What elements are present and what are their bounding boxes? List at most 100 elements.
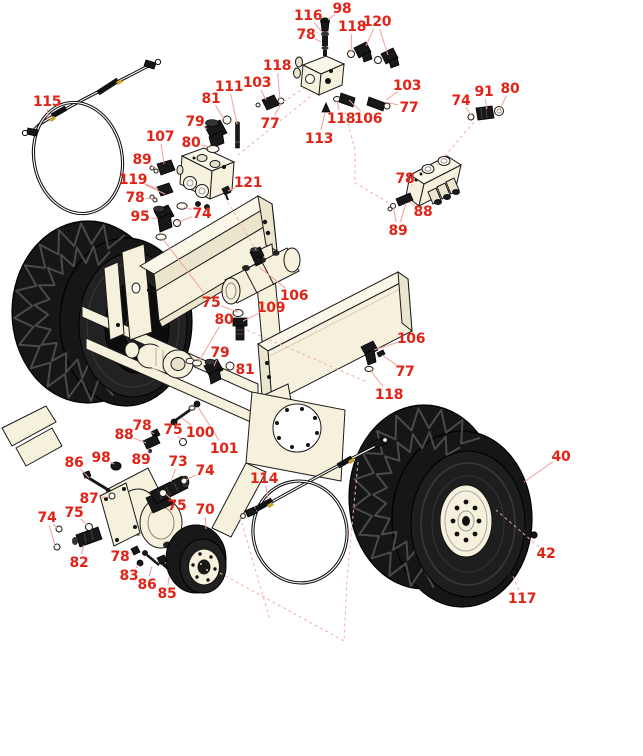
part-label-86-58: 86 bbox=[138, 577, 157, 593]
leader-line-75 bbox=[161, 237, 206, 296]
leader-line-75 bbox=[221, 305, 239, 313]
leader-line-75 bbox=[80, 518, 88, 526]
part-label-113-24: 113 bbox=[305, 131, 333, 147]
leader-line-91 bbox=[484, 98, 488, 110]
leader-line-77 bbox=[273, 103, 282, 116]
leader-line-118 bbox=[350, 33, 353, 53]
part-label-100-43: 100 bbox=[186, 425, 215, 441]
leader-line-77 bbox=[381, 354, 398, 366]
leader-lines bbox=[46, 13, 554, 591]
leader-line-89 bbox=[147, 450, 150, 453]
leader-line-113 bbox=[320, 112, 326, 131]
part-label-103-11: 103 bbox=[243, 75, 271, 91]
leader-line-40 bbox=[523, 461, 554, 483]
leader-line-83 bbox=[135, 564, 140, 569]
leader-line-120 bbox=[365, 28, 375, 47]
part-label-75-42: 75 bbox=[164, 422, 183, 438]
part-label-88-29: 88 bbox=[414, 204, 433, 220]
part-label-75-51: 75 bbox=[168, 498, 187, 514]
leader-line-86 bbox=[148, 565, 153, 577]
part-label-106-23: 106 bbox=[354, 111, 382, 127]
part-label-74-49: 74 bbox=[196, 463, 215, 479]
leader-line-118 bbox=[277, 72, 281, 100]
part-label-42-62: 42 bbox=[537, 546, 556, 562]
leader-line-75 bbox=[177, 435, 182, 441]
wheel-motor bbox=[53, 428, 190, 577]
leader-line-74 bbox=[185, 474, 197, 481]
pin-77 bbox=[376, 349, 386, 358]
right-wheel bbox=[348, 404, 538, 608]
part-label-74-6: 74 bbox=[193, 206, 212, 222]
part-label-79-35: 79 bbox=[211, 345, 230, 361]
leader-line-107 bbox=[160, 143, 165, 165]
leader-line-78 bbox=[146, 197, 155, 200]
tread-zigzag bbox=[372, 431, 461, 565]
part-label-98-16: 98 bbox=[333, 1, 352, 17]
leader-line-98 bbox=[327, 13, 336, 21]
leader-line-78 bbox=[314, 38, 322, 43]
part-label-75-31: 75 bbox=[202, 295, 221, 311]
leader-line-77 bbox=[388, 102, 398, 106]
washer-87 bbox=[108, 492, 116, 500]
part-label-74-52: 74 bbox=[38, 510, 57, 526]
valve-block-top bbox=[293, 17, 400, 113]
part-label-111-10: 111 bbox=[215, 79, 243, 95]
fitting-107 bbox=[156, 159, 176, 176]
bolt-86 bbox=[86, 475, 111, 493]
leader-line-86 bbox=[79, 468, 90, 479]
leader-line-74 bbox=[465, 107, 472, 116]
leader-line-78 bbox=[130, 552, 134, 554]
part-label-103-20: 103 bbox=[393, 78, 421, 94]
leader-line-81 bbox=[215, 105, 225, 120]
leader-line-100 bbox=[181, 417, 192, 426]
control-manifold bbox=[387, 155, 463, 212]
fitting-103 bbox=[261, 94, 280, 111]
part-label-85-59: 85 bbox=[158, 586, 177, 602]
nut-101 bbox=[193, 400, 201, 408]
leader-line-115 bbox=[46, 108, 49, 120]
lug-bolt-42 bbox=[530, 531, 538, 539]
part-label-80-8: 80 bbox=[182, 135, 201, 151]
fitting-88 bbox=[395, 192, 414, 207]
tread-zigzag bbox=[352, 407, 481, 588]
leader-line-78 bbox=[411, 184, 414, 187]
lug-bolt-117 bbox=[510, 568, 518, 576]
leader-line-80 bbox=[201, 144, 210, 148]
leader-line-106 bbox=[258, 266, 286, 289]
part-label-78-17: 78 bbox=[297, 27, 316, 43]
leader-line-117 bbox=[512, 575, 520, 591]
fitting-109 bbox=[232, 317, 248, 327]
fitting-106-tank bbox=[360, 340, 379, 357]
leader-line-74 bbox=[52, 523, 58, 529]
right-tire-tread bbox=[352, 407, 481, 588]
control-cable-115 bbox=[21, 58, 162, 216]
leader-line-101 bbox=[197, 406, 220, 441]
part-label-118-22: 118 bbox=[327, 111, 355, 127]
part-label-118-12: 118 bbox=[263, 58, 291, 74]
tread-zigzag bbox=[13, 222, 126, 402]
leader-line-103 bbox=[385, 91, 399, 101]
part-label-80-34: 80 bbox=[215, 312, 234, 328]
tread-zigzag bbox=[33, 245, 111, 379]
assembly-route-lines bbox=[219, 87, 475, 642]
leader-line-79 bbox=[213, 359, 218, 367]
leader-line-121 bbox=[227, 186, 237, 192]
fitting-88-motor bbox=[142, 434, 161, 450]
leader-line-120 bbox=[379, 28, 389, 56]
part-label-87-50: 87 bbox=[80, 491, 99, 507]
leader-line-70 bbox=[204, 516, 207, 530]
leader-line-109 bbox=[242, 312, 260, 322]
arrow-113 bbox=[321, 102, 331, 113]
part-label-78-40: 78 bbox=[133, 418, 152, 434]
leader-line-74 bbox=[183, 206, 192, 210]
leader-line-111 bbox=[230, 93, 238, 125]
control-cable-114 bbox=[240, 437, 388, 585]
leader-line-80 bbox=[198, 326, 221, 362]
part-label-86-46: 86 bbox=[65, 455, 84, 471]
part-label-89-47: 89 bbox=[132, 452, 151, 468]
leader-line-82 bbox=[80, 544, 85, 555]
part-label-119-3: 119 bbox=[119, 172, 147, 188]
part-label-117-63: 117 bbox=[508, 591, 536, 607]
leader-line-98 bbox=[109, 461, 115, 465]
